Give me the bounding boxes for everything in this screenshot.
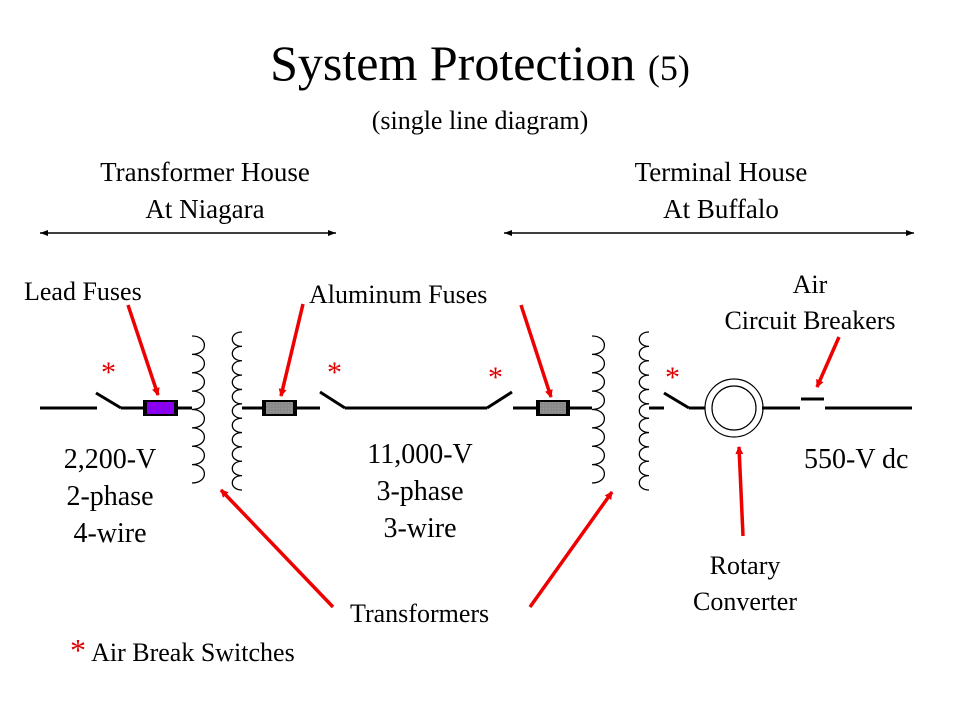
- legend-text: Air Break Switches: [91, 638, 295, 667]
- air-break-switch-2: [319, 390, 346, 410]
- voltage-middle: 11,000-V 3-phase 3-wire: [350, 436, 490, 547]
- title-number: (5): [647, 48, 690, 88]
- voltage-left-line3: 4-wire: [73, 518, 147, 549]
- aluminum-fuse-1: [262, 400, 297, 416]
- switch-marker-1: *: [101, 356, 116, 389]
- section-transformer-house: Transformer House At Niagara: [40, 154, 370, 228]
- lead-fuse: [143, 400, 178, 416]
- transformer-2-primary-coil: [591, 335, 606, 484]
- transformer-2-secondary-coil: [638, 331, 650, 491]
- arrow-rotary-converter: [735, 446, 745, 537]
- rotary-line1: Rotary: [709, 551, 781, 580]
- voltage-middle-line3: 3-wire: [383, 513, 457, 544]
- label-air-circuit-breakers: Air Circuit Breakers: [690, 267, 930, 339]
- transformer-1-primary-coil: [191, 335, 206, 484]
- arrow-transformer-1: [219, 488, 335, 609]
- aluminum-fuse-2: [536, 400, 570, 416]
- arrow-transformer-2: [528, 490, 614, 609]
- circuit-line: [40, 390, 912, 410]
- air-break-switch-1: [95, 391, 122, 410]
- arrow-aluminum-fuse-1: [278, 303, 305, 397]
- label-lead-fuses: Lead Fuses: [24, 277, 142, 306]
- switch-marker-2: *: [327, 356, 342, 389]
- air-break-switch-3: [486, 390, 513, 410]
- voltage-middle-line2: 3-phase: [376, 476, 464, 507]
- label-transformers: Transformers: [350, 599, 490, 628]
- arrow-lead-fuses: [126, 304, 160, 396]
- transformers: [191, 331, 650, 491]
- legend-asterisk-icon: *: [70, 632, 86, 668]
- page-title: System Protection (5): [0, 38, 960, 88]
- acb-line2: Circuit Breakers: [724, 306, 896, 335]
- section-left-line1: Transformer House: [100, 157, 310, 187]
- label-aluminum-fuses: Aluminum Fuses: [309, 280, 488, 309]
- voltage-left: 2,200-V 2-phase 4-wire: [40, 441, 180, 552]
- rotary-converter-symbol: [704, 378, 764, 438]
- label-rotary-converter: Rotary Converter: [680, 548, 810, 620]
- subtitle: (single line diagram): [371, 106, 589, 135]
- section-left-line2: At Niagara: [145, 194, 265, 224]
- arrow-aluminum-fuse-2: [519, 304, 553, 398]
- voltage-left-line1: 2,200-V: [63, 444, 157, 475]
- switch-marker-4: *: [665, 361, 680, 394]
- voltage-left-line2: 2-phase: [66, 481, 154, 512]
- voltage-middle-line1: 11,000-V: [367, 439, 473, 470]
- transformer-1-secondary-coil: [231, 331, 243, 491]
- arrow-air-circuit-breaker: [815, 336, 841, 388]
- section-right-line2: At Buffalo: [663, 194, 779, 224]
- switch-marker-3: *: [488, 361, 503, 394]
- legend: * Air Break Switches: [70, 634, 295, 666]
- pointer-arrows: [126, 303, 841, 609]
- voltage-right: 550-V dc: [804, 444, 909, 475]
- title-main: System Protection: [270, 35, 636, 91]
- acb-line1: Air: [792, 270, 828, 299]
- rotary-line2: Converter: [693, 587, 797, 616]
- air-break-switch-4: [663, 391, 690, 410]
- section-terminal-house: Terminal House At Buffalo: [556, 154, 886, 228]
- section-right-line1: Terminal House: [634, 157, 808, 187]
